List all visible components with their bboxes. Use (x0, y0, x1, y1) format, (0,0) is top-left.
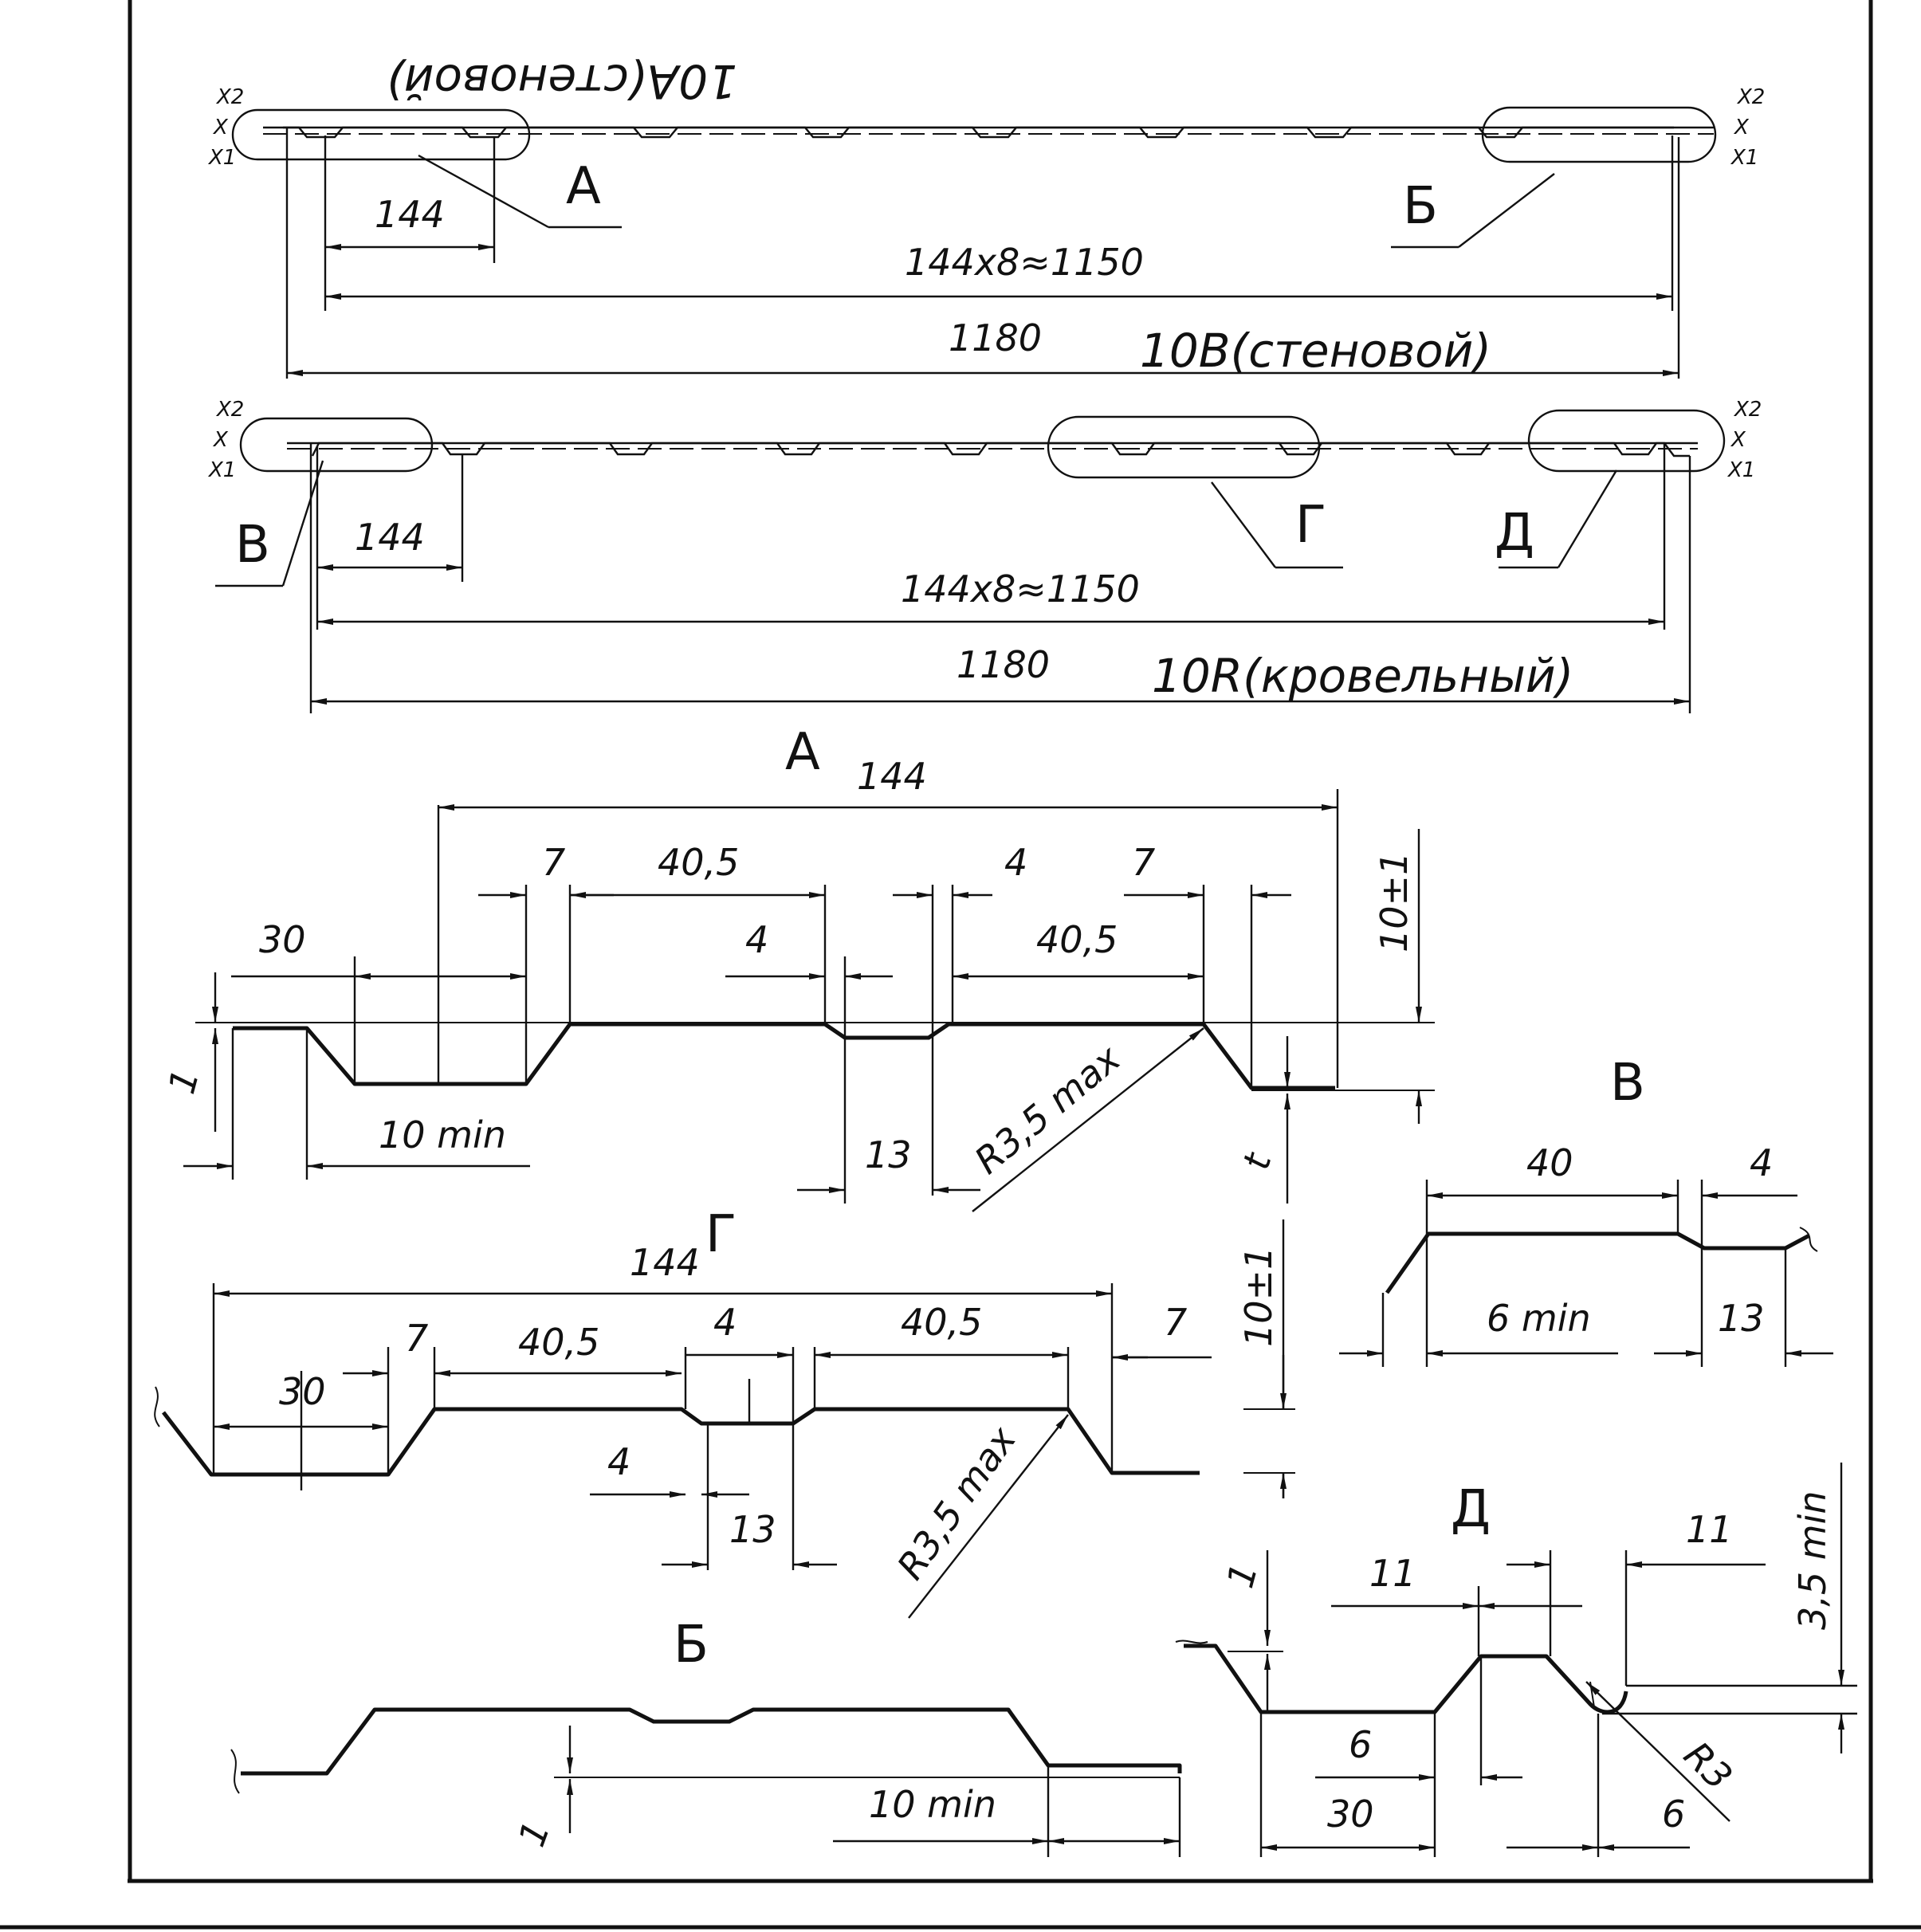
detailB-dim-1: 1 (510, 1816, 559, 1852)
dim-144-top: 144 (375, 193, 445, 236)
dim-1180-mid: 1180 (957, 643, 1050, 686)
detailA-dim-4b: 4 (745, 918, 768, 961)
label-10B: 10B(стеновой) (1140, 324, 1491, 378)
profile-10A: 10A(стеновой) X2 X X1 X2 X X1 А Б 144 14… (207, 54, 1765, 379)
detailA-radius: R3,5 max (966, 1036, 1129, 1182)
detailG-dim-30: 30 (279, 1370, 326, 1413)
detailD-dim-6b: 6 (1662, 1793, 1685, 1836)
detailA-dim-10: 10±1 (1373, 852, 1416, 952)
axis-x1-left-mid: X1 (207, 458, 236, 482)
detailA-dim-405b: 40,5 (1036, 918, 1118, 961)
detail-G-title: Г (705, 1205, 737, 1264)
label-10A: 10A(стеновой) (386, 54, 737, 108)
detail-B-title: Б (674, 1616, 709, 1675)
detailD-dim-1: 1 (1218, 1559, 1266, 1592)
detailV-dim-13: 13 (1718, 1297, 1765, 1340)
axis-x2-left-mid: X2 (215, 398, 244, 422)
callout-label-D: Д (1495, 504, 1534, 563)
detailV-dim-4: 4 (1750, 1141, 1773, 1184)
detailA-dim-144: 144 (857, 755, 927, 798)
callout-label-G: Г (1295, 496, 1326, 555)
detail-V: В 40 4 6 min 13 (1339, 1054, 1833, 1367)
axis-x2-right-mid: X2 (1733, 398, 1762, 422)
detail-B: Б 1 10 min (230, 1616, 1182, 1857)
detailG-dim-13: 13 (729, 1508, 776, 1551)
detail-A-title: А (785, 723, 820, 782)
callout-label-B: Б (1403, 177, 1438, 236)
detailG-dim-405b: 40,5 (901, 1301, 982, 1344)
detailA-dim-30: 30 (259, 918, 306, 961)
detailD-dim-6a: 6 (1349, 1723, 1372, 1766)
callout-label-A: А (566, 157, 601, 216)
detailG-dim-405a: 40,5 (518, 1321, 599, 1364)
detail-D-title: Д (1451, 1480, 1491, 1539)
detail-G: Г 144 7 40,5 4 40,5 7 30 10±1 (154, 1205, 1295, 1619)
detailG-dim-7b: 7 (1164, 1301, 1187, 1344)
detailA-dim-t: t (1234, 1148, 1279, 1174)
callout-oval-B (1481, 106, 1717, 163)
detailD-dim-30: 30 (1327, 1793, 1374, 1836)
detailV-dim-6min: 6 min (1487, 1297, 1591, 1340)
callout-oval-G (1047, 415, 1321, 479)
label-10R: 10R(кровельный) (1152, 649, 1573, 703)
axis-x-right: X (1733, 116, 1750, 139)
detailA-dim-13: 13 (865, 1133, 912, 1176)
detailG-dim-4a: 4 (713, 1301, 737, 1344)
detailG-radius: R3,5 max (889, 1419, 1025, 1588)
axis-x1-right: X1 (1730, 146, 1758, 170)
axis-x2-right: X2 (1736, 85, 1765, 109)
axis-x-right-mid: X (1730, 428, 1746, 452)
profile-10R: X2 X X1 X2 X X1 В Г Д 144 144x8≈1150 118… (207, 398, 1762, 713)
detail-D: Д 1 11 11 3,5 min 6 30 6 R3 (1175, 1463, 1857, 1857)
axis-x-left: X (212, 116, 229, 139)
detailG-dim-7a: 7 (405, 1317, 428, 1360)
detailD-dim-35min: 3,5 min (1791, 1490, 1834, 1630)
dim-1180-top: 1180 (949, 316, 1042, 359)
axis-x2-left: X2 (215, 85, 244, 109)
callout-oval-A (231, 108, 531, 161)
detailG-dim-4b: 4 (607, 1440, 631, 1483)
dim-total-mid: 144x8≈1150 (901, 567, 1140, 611)
detailA-dim-405a: 40,5 (658, 841, 739, 884)
axis-x1-left: X1 (207, 146, 236, 170)
detailA-dim-1: 1 (159, 1065, 207, 1098)
dim-total-top: 144x8≈1150 (905, 241, 1144, 284)
detailV-dim-40: 40 (1526, 1141, 1573, 1184)
detailA-dim-7a: 7 (542, 841, 565, 884)
axis-x1-right-mid: X1 (1727, 458, 1755, 482)
detailD-radius: R3 (1675, 1734, 1740, 1798)
dim-144-mid: 144 (355, 516, 425, 559)
detailA-dim-10min: 10 min (379, 1113, 506, 1156)
detailA-dim-7b: 7 (1132, 841, 1155, 884)
detail-V-title: В (1610, 1054, 1645, 1113)
detailG-dim-10: 10±1 (1237, 1247, 1280, 1347)
callout-label-V: В (235, 516, 270, 575)
detailB-dim-10min: 10 min (869, 1783, 996, 1826)
callout-oval-V (239, 417, 434, 473)
axis-x-left-mid: X (212, 428, 229, 452)
detailD-dim-11b: 11 (1686, 1508, 1733, 1551)
detailD-dim-11a: 11 (1369, 1552, 1416, 1595)
detailA-dim-4a: 4 (1004, 841, 1027, 884)
callout-oval-D (1527, 409, 1726, 473)
detail-A: А 144 7 40,5 4 7 30 4 40,5 (159, 723, 1435, 1212)
detailG-dim-144: 144 (630, 1241, 700, 1284)
